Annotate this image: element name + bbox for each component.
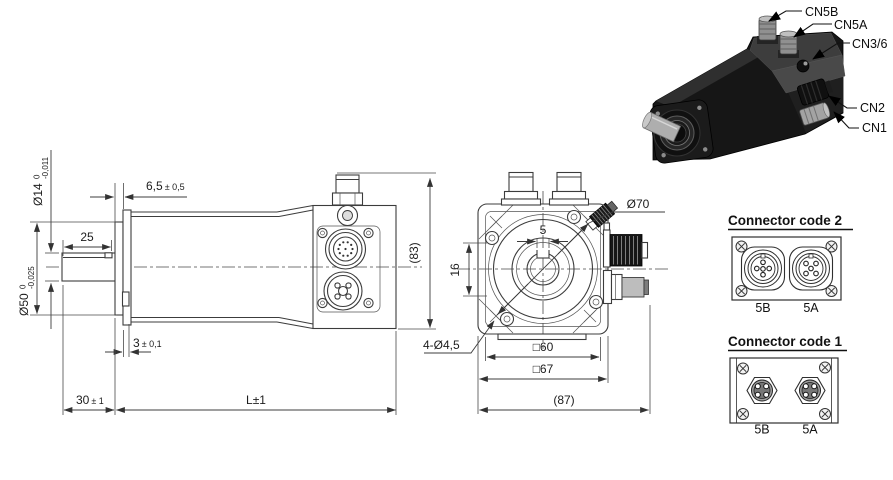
cc1-connector-5a <box>794 376 826 405</box>
photo-cn2-connector <box>796 78 833 106</box>
front-diagonal-connector <box>585 200 619 231</box>
svg-text:16: 16 <box>448 263 462 277</box>
dim-overall-width: (87) <box>553 393 574 407</box>
cc2-connector-5b <box>740 246 786 291</box>
encoder-connector-side <box>324 228 367 270</box>
dim-shaft-dia: Ø14 0 -0,011 <box>31 156 50 206</box>
label-cn5b: CN5B <box>805 5 838 19</box>
cc1-screws <box>737 361 831 420</box>
connector-code-1-title: Connector code 1 <box>728 334 843 349</box>
side-plate-screws <box>317 227 374 309</box>
dim-mounting-holes: 4-Ø4,5 <box>423 338 460 352</box>
body-top-face <box>656 49 762 107</box>
front-screws <box>484 209 604 327</box>
label-cn1: CN1 <box>862 121 887 135</box>
power-connector-side <box>323 271 363 311</box>
dim-keyway-length: 25 <box>80 230 94 244</box>
motor-body <box>131 204 397 330</box>
dim-pilot-depth: 3± 0,1 <box>133 336 162 350</box>
cc1-label-5a: 5A <box>802 423 818 437</box>
svg-text:(83): (83) <box>407 242 421 263</box>
cc1-label-5b: 5B <box>754 423 769 437</box>
dim-flange-square: □67 <box>533 362 554 376</box>
motor-photo: CN5B CN5A CN3/6 CN2 CN1 <box>642 5 887 164</box>
side-dimensions: Ø14 0 -0,011 Ø50 0 -0,025 25 6,5± 0, <box>17 150 436 415</box>
label-cn2: CN2 <box>860 101 885 115</box>
cc2-screws <box>735 240 838 297</box>
svg-text:Ø50: Ø50 <box>17 293 31 316</box>
front-top-connectors <box>500 171 590 206</box>
cc1-connector-5b <box>746 376 778 405</box>
bottom-tab <box>497 333 587 341</box>
dim-keyway-pos: 6,5± 0,5 <box>146 179 185 193</box>
shaft <box>61 252 117 282</box>
label-cn3-6: CN3/6 <box>852 37 887 51</box>
flange <box>114 209 132 326</box>
cn-labels: CN5B CN5A CN3/6 CN2 CN1 <box>768 5 887 135</box>
photo-cn5b-connector <box>757 15 778 44</box>
connector-code-2-title: Connector code 2 <box>728 213 842 228</box>
block-sloped-face <box>771 54 846 94</box>
dim-overall-height: (83) <box>407 242 421 263</box>
front-circles <box>488 214 598 324</box>
svg-text:Ø14: Ø14 <box>31 183 45 206</box>
connector-code-2-panel: Connector code 2 <box>728 213 853 315</box>
photo-cn1-connector <box>799 102 830 126</box>
dim-connector-offset: 16 <box>448 263 462 277</box>
cc2-connector-5a <box>788 246 834 291</box>
keyway-slot <box>537 250 549 258</box>
photo-shaft <box>642 111 682 143</box>
photo-cn5a-connector <box>778 30 799 58</box>
svg-text:-0,025: -0,025 <box>27 266 36 289</box>
front-dimensions: 5 16 Ø70 4-Ø4,5 □60 <box>423 197 665 414</box>
dim-shaft-length: 30± 1 <box>76 393 104 407</box>
dim-keyway-width: 5 <box>540 223 547 237</box>
top-connector-side <box>331 174 364 227</box>
label-cn5a: CN5A <box>834 18 868 32</box>
body-square <box>485 211 601 327</box>
photo-cn36-connector <box>796 59 810 73</box>
svg-text:0: 0 <box>33 174 42 179</box>
dim-bolt-circle: Ø70 <box>627 197 650 211</box>
cc2-label-5a: 5A <box>803 301 819 315</box>
front-right-connectors <box>602 222 649 305</box>
cc2-label-5b: 5B <box>755 301 770 315</box>
front-view-drawing: 5 16 Ø70 4-Ø4,5 □60 <box>423 171 668 414</box>
connector-code-1-panel: Connector code 1 <box>728 334 847 437</box>
svg-text:0: 0 <box>19 284 28 289</box>
side-connector-block <box>316 174 381 313</box>
dim-body-square: □60 <box>533 340 554 354</box>
side-view-drawing: Ø14 0 -0,011 Ø50 0 -0,025 25 6,5± 0, <box>17 150 436 415</box>
dim-body-length: L±1 <box>246 393 266 407</box>
svg-text:-0,011: -0,011 <box>41 156 50 179</box>
dim-pilot-dia: Ø50 0 -0,025 <box>17 266 36 316</box>
